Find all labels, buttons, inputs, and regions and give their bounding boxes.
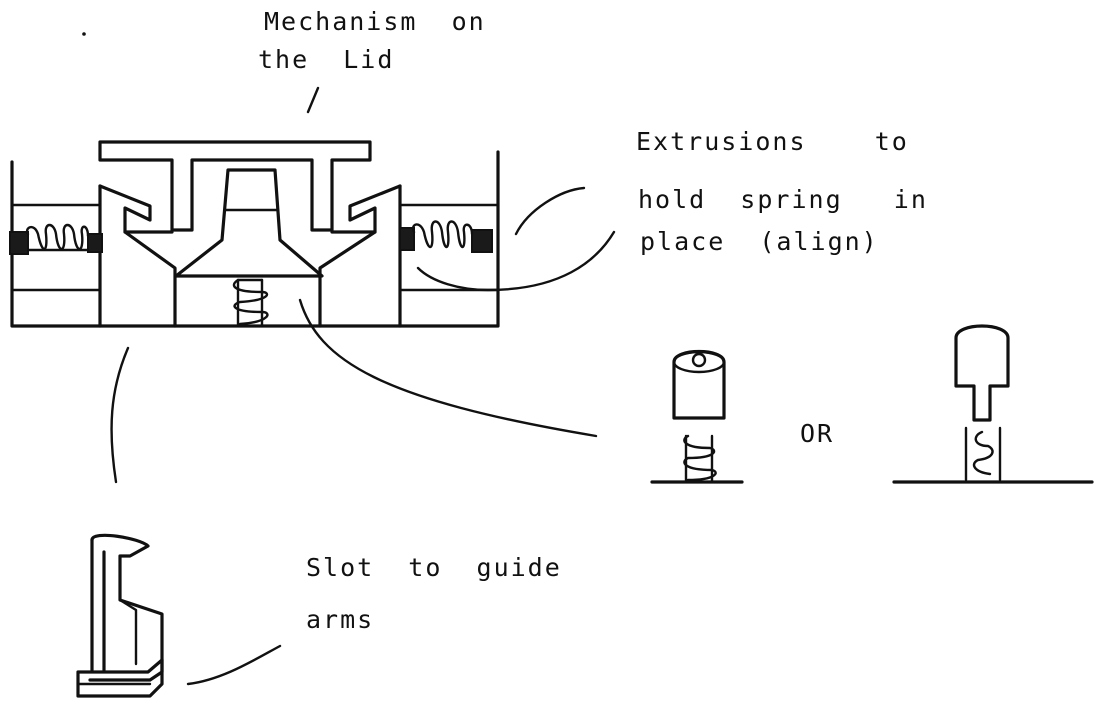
slot-guide-part (76, 533, 164, 698)
right-guide-block (318, 184, 402, 328)
extrusion-pointer-lower (416, 230, 616, 292)
option-a-cylinder-spring (650, 350, 744, 484)
center-spring (232, 278, 269, 328)
lid-pointer (306, 86, 320, 114)
lid-label-line1: Mechanism on (264, 7, 486, 36)
left-guide-block (98, 184, 177, 328)
lid-bar (98, 140, 372, 232)
slot-pointer (110, 346, 130, 484)
slot-label-line1: Slot to guide (306, 553, 562, 582)
option-b-piston-tube (892, 324, 1094, 484)
extrusions-label-line2: hold spring in (638, 185, 928, 214)
slot-label-pointer (186, 644, 282, 686)
pointer-lines (110, 86, 616, 686)
cone-pointer (298, 298, 598, 438)
or-label: OR (800, 419, 835, 448)
right-spring (399, 220, 493, 253)
extrusion-pointer-upper (514, 186, 586, 236)
center-cone (174, 168, 324, 278)
lid-label-line2: the Lid (258, 45, 395, 74)
stray-dot (82, 32, 86, 36)
extrusions-label-line3: place (align) (640, 227, 879, 256)
left-spring (9, 223, 103, 255)
slot-label-line2: arms (306, 605, 375, 634)
extrusions-label-line1: Extrusions to (636, 127, 909, 156)
